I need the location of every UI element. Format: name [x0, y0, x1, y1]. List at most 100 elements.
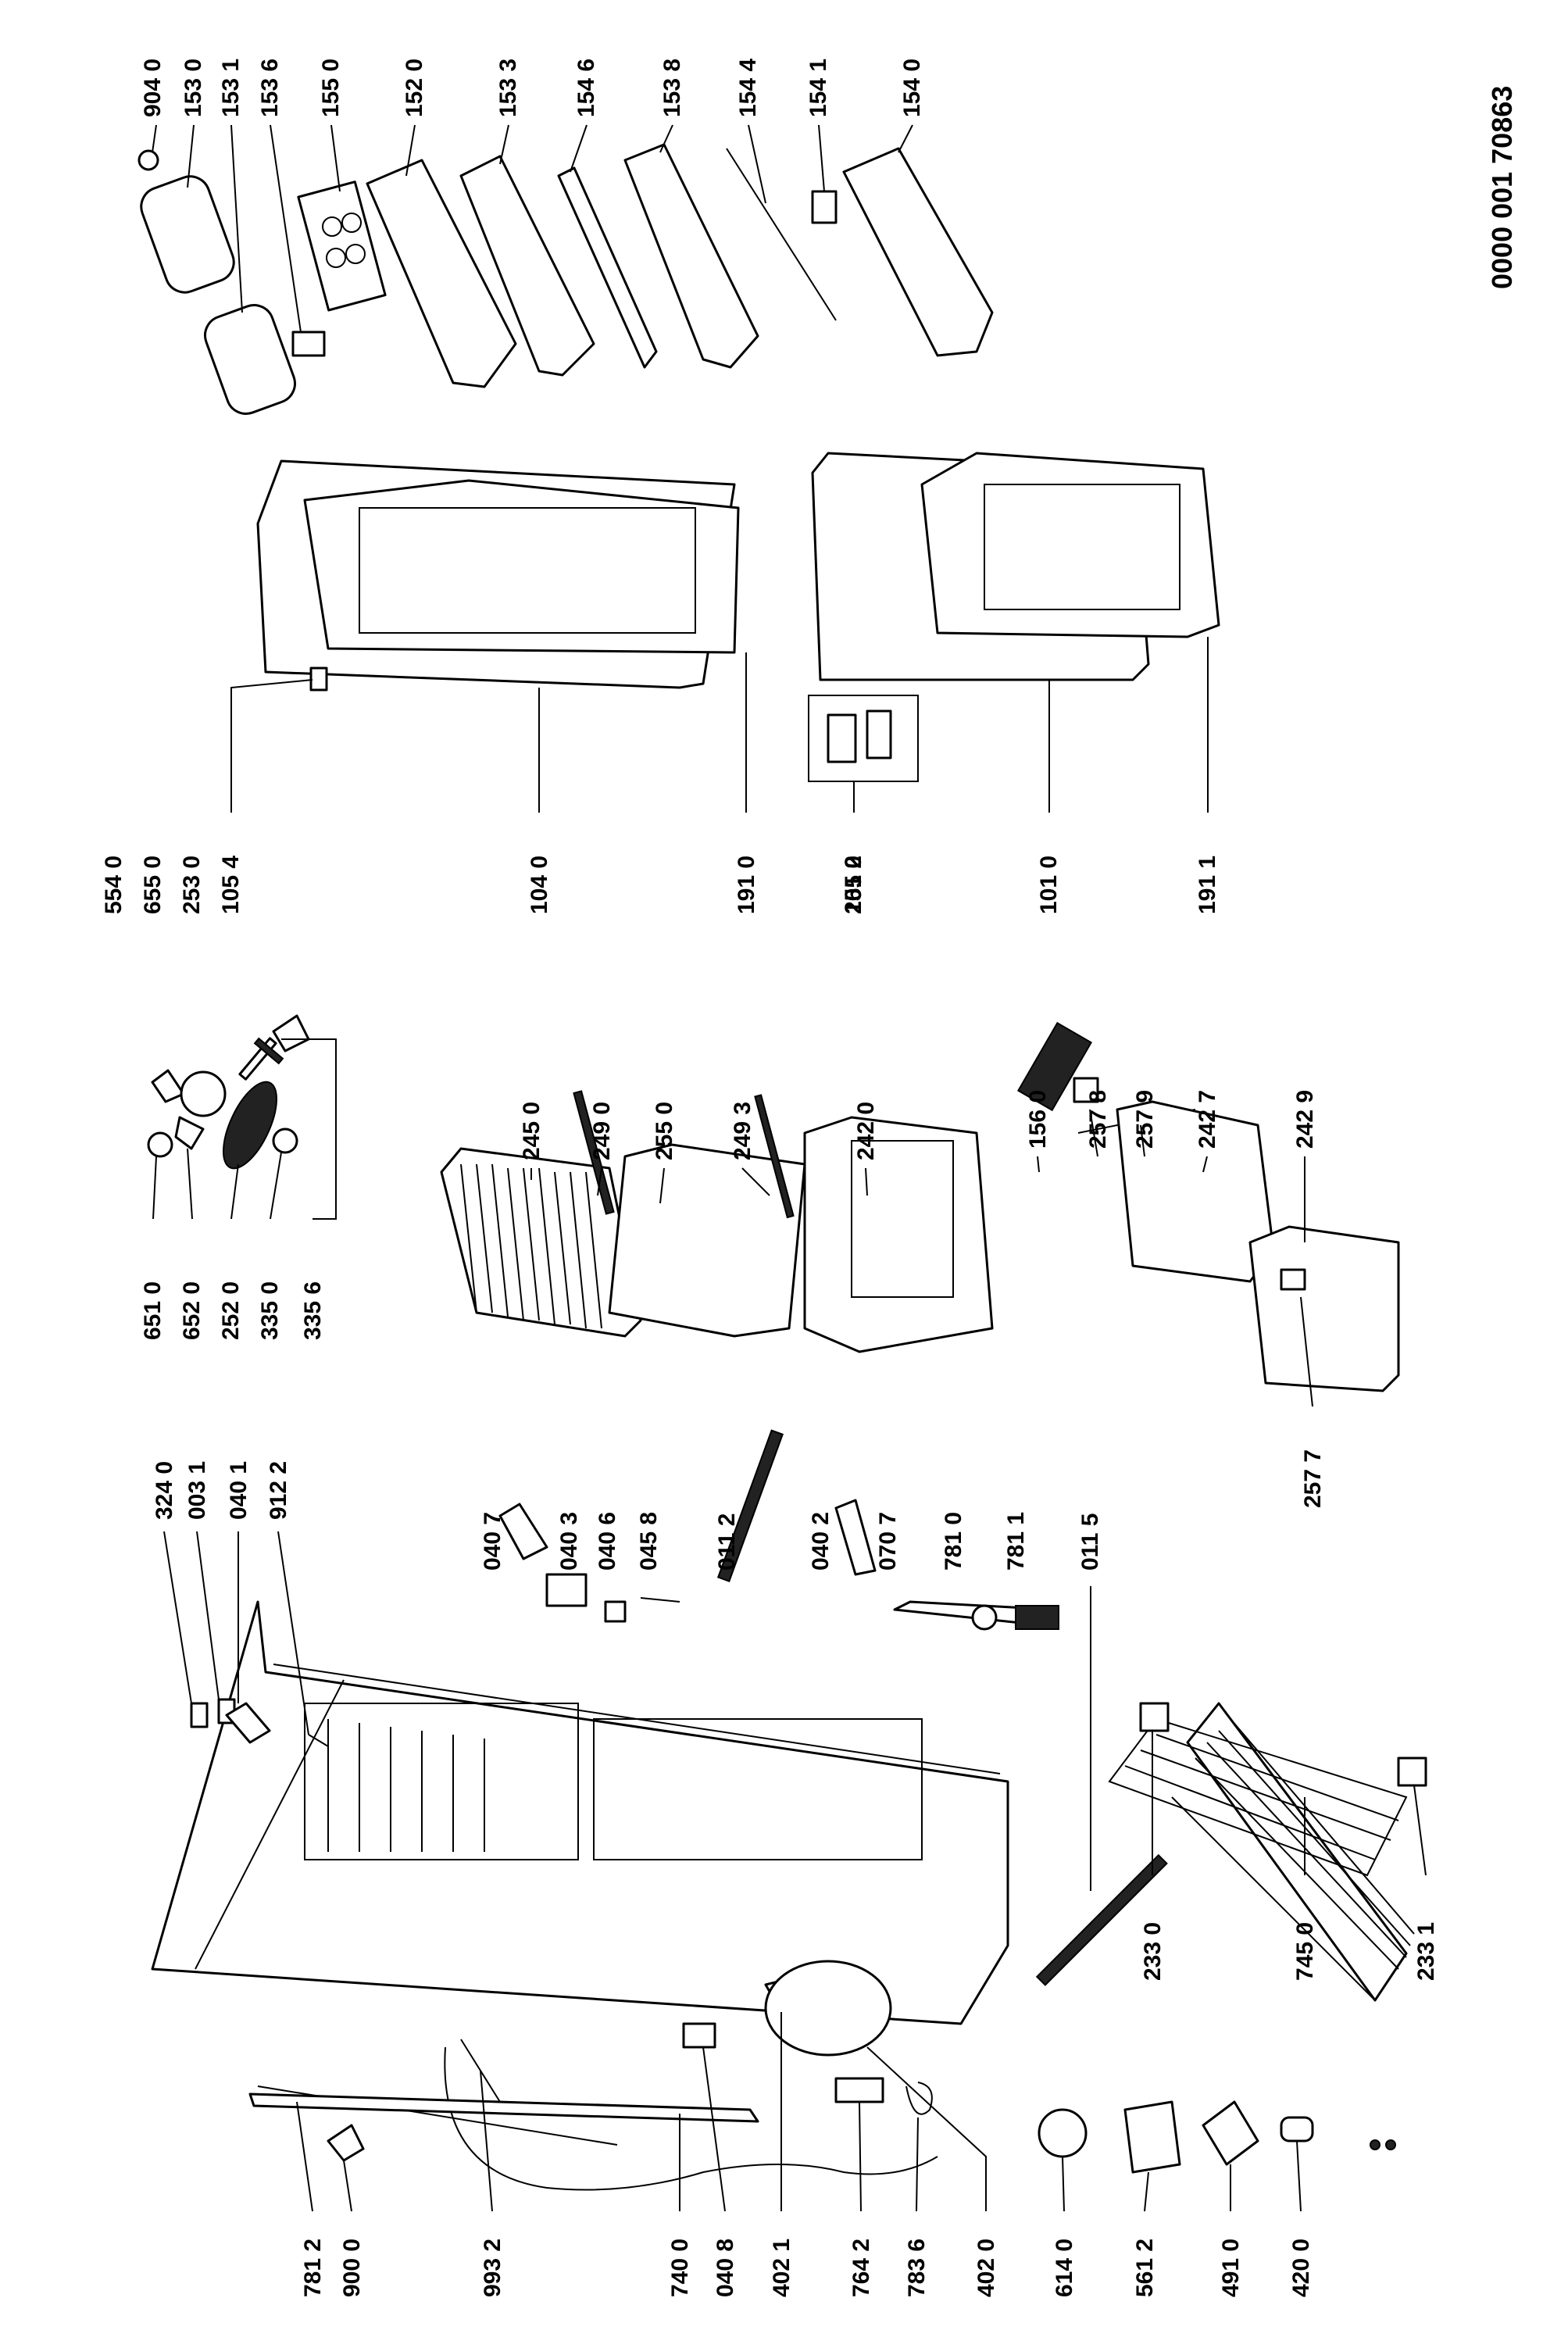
label-1560: 156 0 [1025, 1090, 1051, 1149]
label-5540: 554 0 [101, 856, 127, 914]
label-1052: 105 2 [841, 856, 866, 914]
label-4020: 402 0 [973, 2239, 999, 2297]
label-7450: 745 0 [1292, 1922, 1318, 1981]
label-9932: 993 2 [480, 2239, 505, 2297]
part-9040-drawing [138, 149, 159, 171]
cabinet-body-drawing [151, 1600, 1009, 2025]
part-1054-drawing [309, 667, 328, 692]
label-0115: 011 5 [1077, 1514, 1103, 1571]
compressor-group: 781 2 900 0 993 2 740 0 040 8 402 1 764 … [248, 1960, 1396, 2297]
part-1530-drawing [140, 175, 235, 294]
rear-wall-outline [444, 2046, 938, 2191]
label-7836: 783 6 [904, 2239, 930, 2297]
part-0115-drawing [1035, 1853, 1168, 1986]
label-1536: 153 6 [257, 59, 283, 117]
part-0112-drawing [716, 1429, 784, 1582]
label-0401: 040 1 [226, 1461, 252, 1520]
part-1911-drawing [920, 452, 1220, 638]
label-7812: 781 2 [300, 2239, 326, 2297]
part-2577-drawing [1280, 1268, 1306, 1291]
part-3350-drawing [272, 1128, 298, 1154]
label-1911: 191 1 [1195, 856, 1220, 914]
label-7811: 781 1 [1003, 1512, 1029, 1571]
part-6510-drawing [147, 1131, 173, 1158]
label-6520: 652 0 [179, 1281, 205, 1340]
part-3356-drawing [253, 1037, 284, 1065]
part-1536-drawing [291, 331, 326, 357]
label-1533: 153 3 [495, 59, 521, 117]
label-2578: 257 8 [1085, 1090, 1111, 1149]
part-4200-drawing [1280, 2116, 1314, 2143]
label-0407: 040 7 [480, 1512, 505, 1571]
part-2493-drawing [754, 1094, 795, 1219]
part-2331-drawing [1397, 1757, 1427, 1787]
part-2510-drawing [151, 1069, 185, 1103]
label-1546: 154 6 [573, 59, 599, 117]
part-0402-drawing [834, 1499, 877, 1576]
label-2420: 242 0 [853, 1102, 879, 1160]
label-2331: 233 1 [1413, 1922, 1439, 1981]
label-2490: 249 0 [589, 1102, 615, 1160]
label-1544: 154 4 [735, 59, 761, 117]
part-1533-drawing [459, 155, 595, 377]
label-1910: 191 0 [734, 856, 759, 914]
part-2490-drawing [573, 1090, 615, 1215]
label-2577: 257 7 [1300, 1449, 1326, 1508]
part-1052-box [808, 695, 919, 782]
part-0401-drawing [225, 1702, 271, 1744]
label-2510: 251 0 [841, 856, 866, 914]
label-2530: 253 0 [179, 856, 205, 914]
label-2579: 257 9 [1132, 1090, 1158, 1149]
label-0402: 040 2 [808, 1512, 834, 1571]
part-0407-drawing [498, 1503, 548, 1560]
label-1520: 152 0 [402, 59, 427, 117]
label-6140: 614 0 [1052, 2239, 1077, 2297]
door-accessories-group: 904 0 153 0 153 1 153 6 155 0 152 0 153 … [138, 59, 994, 415]
part-1540-drawing [842, 147, 994, 357]
part-2530-drawing [272, 1014, 310, 1052]
label-2520: 252 0 [218, 1281, 244, 1340]
label-3240: 324 0 [152, 1461, 177, 1520]
label-6510: 651 0 [140, 1281, 166, 1340]
condenser-group: 233 0 745 0 233 1 [1108, 1702, 1439, 2002]
part-6140-drawing [1038, 2108, 1088, 2158]
part-7836-drawing [905, 2082, 933, 2115]
part-1546-drawing [557, 166, 658, 369]
label-0458: 045 8 [636, 1512, 662, 1571]
part-1531-drawing [204, 304, 296, 415]
label-9122: 912 2 [266, 1461, 291, 1520]
part-2420-drawing [803, 1116, 994, 1353]
part-4910-drawing [1202, 2100, 1259, 2166]
label-4910: 491 0 [1218, 2239, 1244, 2297]
label-0406: 040 6 [595, 1512, 620, 1571]
part-2520-drawing [222, 1081, 278, 1170]
part-1541-drawing [811, 190, 838, 224]
part-1544-drawing [726, 148, 837, 321]
part-1550-drawing [297, 180, 387, 312]
part-9000-drawing [327, 2124, 365, 2162]
label-2429: 242 9 [1292, 1090, 1318, 1149]
cabinet-group: 324 0 003 1 040 1 912 2 040 7 040 3 040 … [151, 1429, 1168, 2191]
label-3356: 335 6 [300, 1281, 326, 1340]
label-1054: 105 4 [218, 856, 244, 914]
label-0031: 003 1 [184, 1461, 210, 1520]
label-1530: 153 0 [180, 59, 206, 117]
label-1040: 104 0 [527, 856, 552, 914]
label-7400: 740 0 [667, 2239, 693, 2297]
label-0408: 040 8 [713, 2239, 738, 2297]
part-7642-drawing [834, 2077, 884, 2103]
label-2450: 245 0 [519, 1102, 545, 1160]
part-7810-drawing [971, 1604, 998, 1631]
label-0112: 011 2 [714, 1514, 740, 1571]
document-number: 0000 001 70863 [1486, 86, 1518, 289]
thermostat-lamp-group: 651 0 652 0 252 0 335 0 335 6 [140, 1014, 337, 1340]
part-1052-drawing [827, 713, 857, 763]
part-2550-drawing [608, 1143, 806, 1338]
part-4020-drawing [764, 1960, 892, 2057]
part-0406-drawing [604, 1600, 627, 1623]
label-9000: 900 0 [339, 2239, 365, 2297]
part-5540-drawing [180, 1070, 227, 1117]
label-6550: 655 0 [140, 856, 166, 914]
part-7811-drawing [1015, 1605, 1059, 1630]
part-0458-drawing [640, 1597, 680, 1603]
